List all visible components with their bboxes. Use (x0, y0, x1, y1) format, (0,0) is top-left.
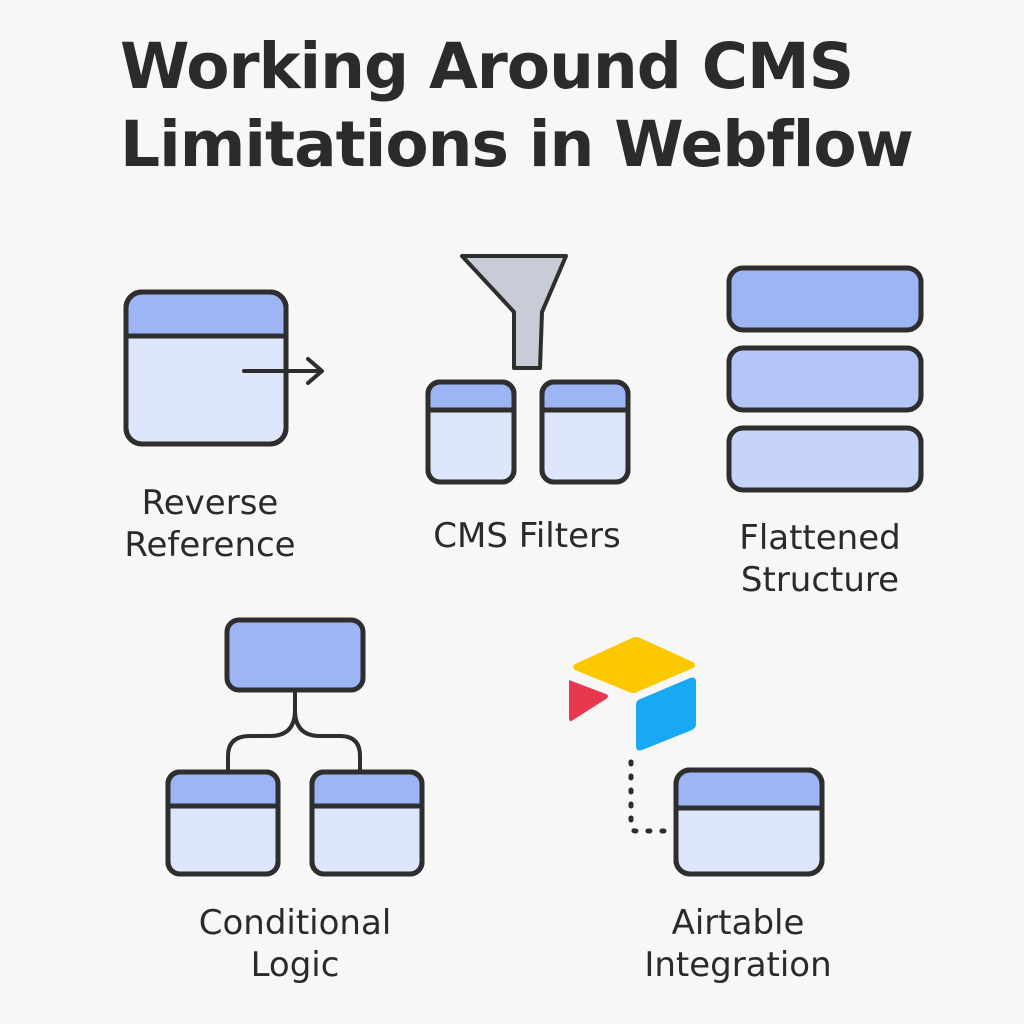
title-line-1: Working Around CMS (120, 30, 854, 103)
label-flattened-structure: Flattened Structure (705, 517, 935, 601)
panel-with-arrow-icon (123, 289, 324, 447)
stacked-rows-icon (726, 265, 924, 493)
title-line-2: Limitations in Webflow (120, 108, 914, 181)
funnel-icon (425, 254, 631, 485)
label-conditional-logic-line-1: Conditional (198, 903, 392, 943)
branching-tree-icon (165, 617, 425, 877)
airtable-logo-icon (569, 637, 696, 751)
label-reverse-reference-line-1: Reverse (141, 483, 279, 523)
label-flattened-structure-line-1: Flattened (739, 518, 901, 558)
dotted-connector (628, 759, 675, 834)
label-airtable-integration-line-2: Integration (644, 945, 832, 985)
label-airtable-integration: Airtable Integration (620, 902, 856, 986)
label-flattened-structure-line-2: Structure (740, 560, 900, 600)
label-cms-filters: CMS Filters (412, 515, 642, 557)
page-title: Working Around CMS Limitations in Webflo… (120, 28, 980, 184)
label-cms-filters-line-1: CMS Filters (433, 516, 621, 556)
label-reverse-reference-line-2: Reference (124, 525, 296, 565)
label-airtable-integration-line-1: Airtable (671, 903, 805, 943)
label-conditional-logic: Conditional Logic (170, 902, 420, 986)
airtable-panel-icon (673, 767, 825, 877)
label-reverse-reference: Reverse Reference (100, 482, 320, 566)
label-conditional-logic-line-2: Logic (250, 945, 340, 985)
